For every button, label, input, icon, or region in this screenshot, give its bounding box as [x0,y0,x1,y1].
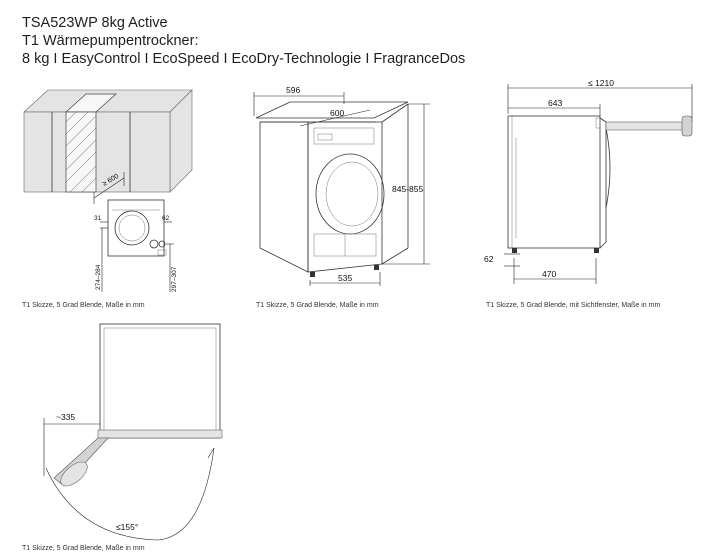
front-strip [97,429,223,439]
figure-side-view: ≤ 1210 643 62 470 [484,78,693,284]
height-label: 845-855 [392,184,423,194]
figure-side-caption: T1 Skizze, 5 Grad Blende, mit Sichtfenst… [486,302,661,309]
height-left-label: 274–284 [95,264,102,290]
product-title: TSA523WP 8kg Active [22,15,168,31]
figure-dryer-caption: T1 Skizze, 5 Grad Blende, Maße in mm [256,302,379,309]
base-width-label: 535 [338,273,352,283]
figure-niche-drawing: ≥ 600 31 62 274–284 297–307 [23,89,193,292]
product-header: TSA523WP 8kg Active T1 Wärmepumpentrockn… [22,14,465,68]
outlet-connector [149,239,159,249]
figure-niche-caption: T1 Skizze, 5 Grad Blende, Maße in mm [22,302,145,309]
product-features: 8 kg I EasyControl I EcoSpeed I EcoDry-T… [22,51,466,67]
door-projection-label: ~335 [56,412,75,422]
figure-top-caption: T1 Skizze, 5 Grad Blende, Maße in mm [22,545,145,552]
top-width-label: 596 [286,85,300,95]
cabinet-front [23,111,171,193]
dryer-top-view [99,323,221,439]
door-handle [681,115,693,137]
figure-top-view: ~335 ≤155° [43,323,223,541]
side-left-label: 31 [94,215,102,222]
side-right-label: 62 [162,215,170,222]
door-angle-label: ≤155° [116,522,138,532]
product-subtitle: T1 Wärmepumpentrockner: [22,33,199,49]
dryer-side [259,121,309,273]
dryer-drum-circle [114,210,150,246]
figure-dryer-perspective: 596 600 845-855 535 [253,85,430,286]
dryer-side-body [507,115,601,249]
foot-distance-label: 470 [542,269,556,279]
niche-opening [65,111,97,193]
depth-label: 643 [548,98,562,108]
inner-width-label: 600 [330,108,344,118]
open-door-arm [605,121,687,131]
total-depth-label: ≤ 1210 [588,78,614,88]
foot-offset-label: 62 [484,254,494,264]
door-swing-arc [45,447,215,541]
height-right-label: 297–307 [171,266,178,292]
